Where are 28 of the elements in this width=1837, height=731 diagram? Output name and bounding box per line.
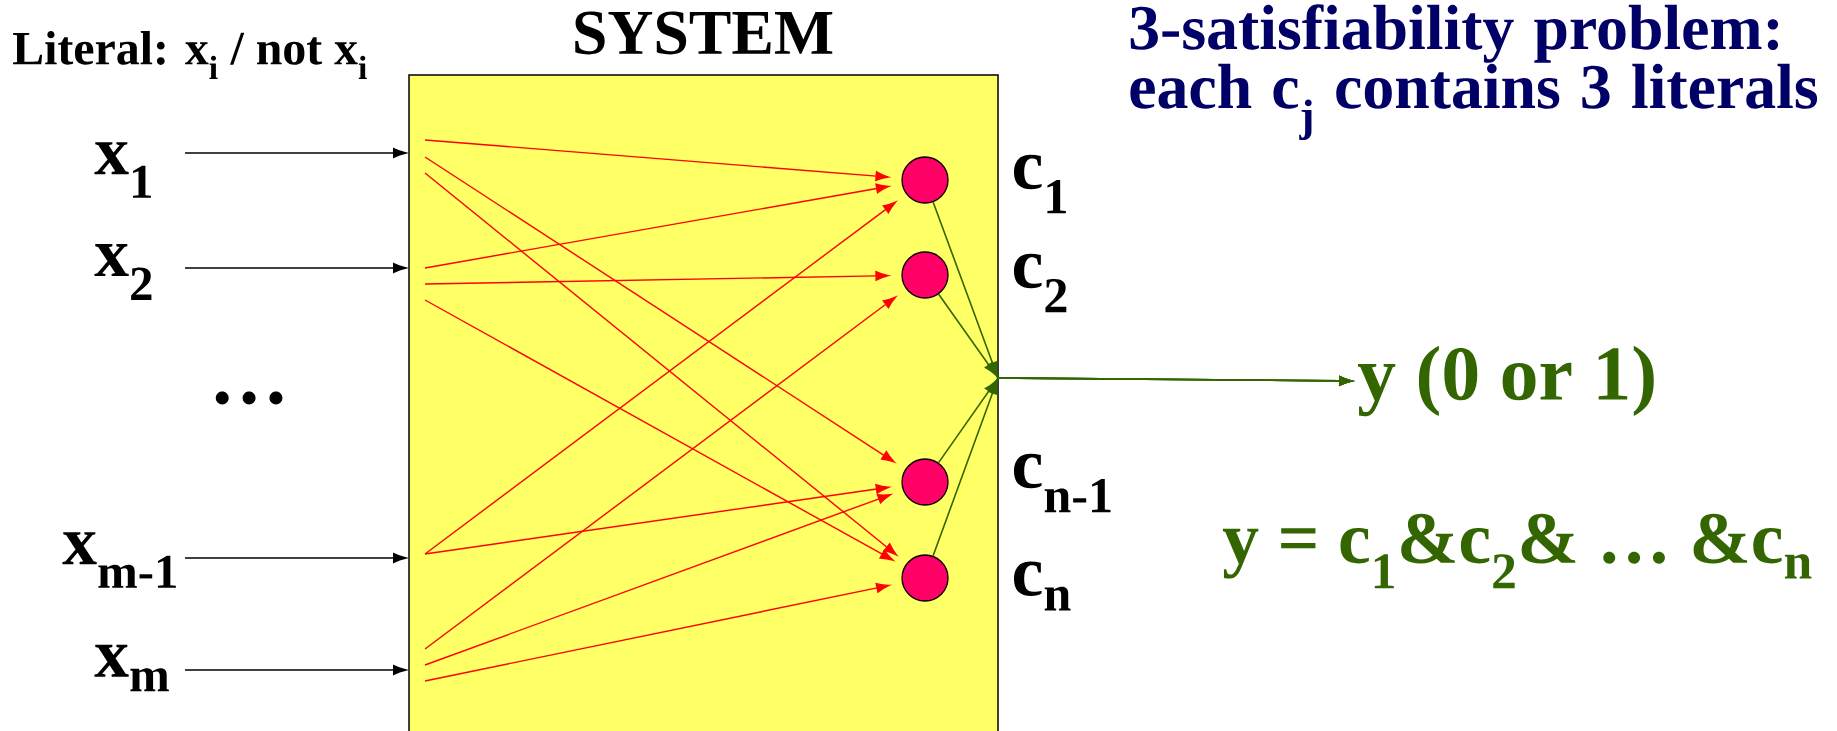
input-label: x$_{1}$ (94, 142, 151, 198)
clause-label: c$_{n}$ (1014, 561, 1071, 611)
arrow (424, 183, 890, 269)
arrow (424, 296, 897, 650)
arrow (424, 582, 890, 682)
clause-label: c$_{1}$ (1014, 154, 1066, 214)
arrow (184, 552, 407, 564)
arrow (424, 299, 894, 561)
formula-text: y = c$_{1}$&c$_{2}$& … &c$_{n}$ (1222, 513, 1812, 589)
clause-label: c$_{n-1}$ (1014, 453, 1111, 513)
arrow (424, 139, 890, 182)
input-label: x$_{m-1}$ (62, 532, 176, 588)
clause-label: c$_{2}$ (1014, 253, 1067, 313)
arrow (184, 664, 407, 676)
input-label: x$_{2}$ (94, 244, 152, 300)
arrow (424, 484, 890, 555)
box-title: SYSTEM (575, 11, 833, 55)
arrow (424, 156, 895, 463)
output-label: y (0 or 1) (1357, 345, 1654, 417)
arrow (184, 262, 407, 274)
arrow (424, 493, 892, 666)
input-label: x$_{m}$ (94, 644, 169, 692)
arrow (184, 147, 407, 159)
input-caption: Literal: x$_{i}$ / not x$_{i}$ (13, 31, 367, 79)
ellipsis: … (215, 391, 283, 405)
problem-note: 3-satisfiability problem: each c$_{j}$ contains 3 literals (1130, 4, 1818, 140)
arrow (932, 375, 1353, 557)
arrow (424, 270, 889, 285)
